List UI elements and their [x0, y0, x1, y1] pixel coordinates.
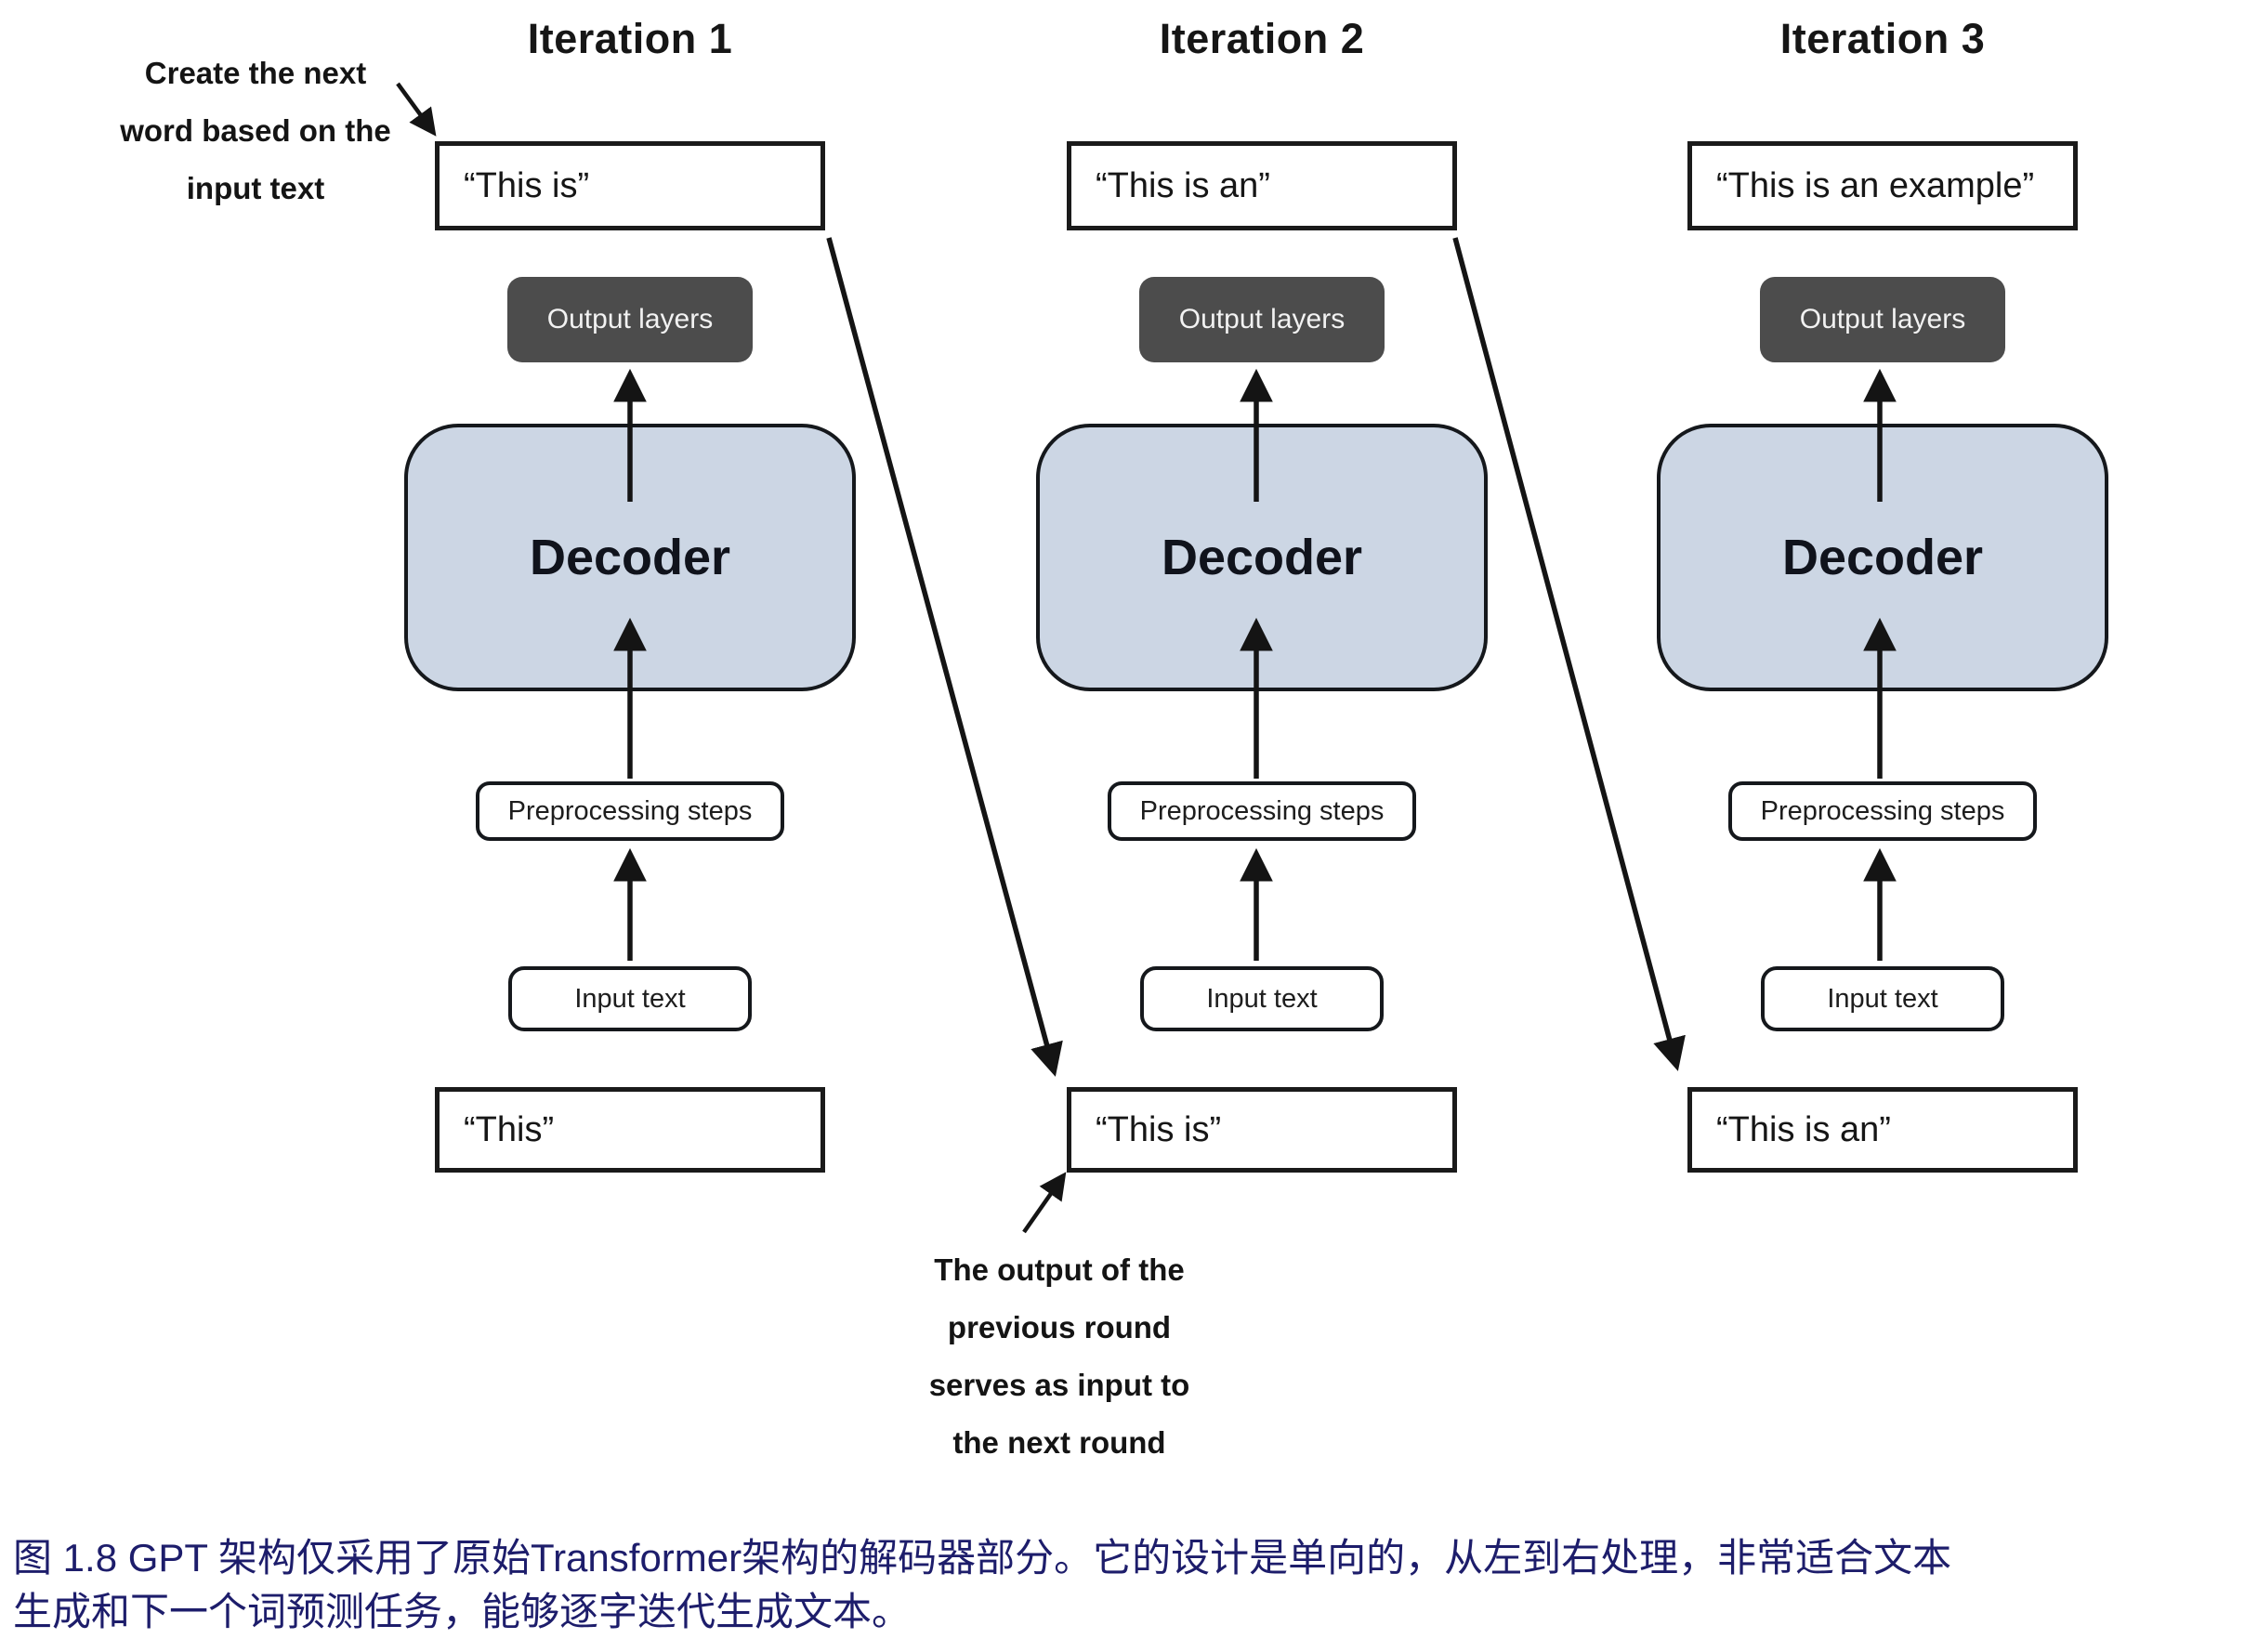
- decoder-box: Decoder: [1036, 424, 1488, 691]
- generated-text-box: “This is an”: [1067, 141, 1457, 230]
- preprocessing-steps-box: Preprocessing steps: [1108, 781, 1416, 841]
- input-text-box: Input text: [1140, 966, 1384, 1031]
- decoder-box: Decoder: [1657, 424, 2108, 691]
- preprocessing-steps-box: Preprocessing steps: [1728, 781, 2037, 841]
- iteration-title: Iteration 3: [1779, 15, 1986, 62]
- annotation-output-serves-as-input: The output of the previous round serves …: [928, 1252, 1190, 1460]
- input-text-box: Input text: [508, 966, 752, 1031]
- iteration-column-3: Iteration 3 “This is an example” Output …: [1641, 0, 2124, 1514]
- iteration-column-1: Iteration 1 “This is” Output layers Deco…: [388, 0, 872, 1514]
- preprocessing-steps-box: Preprocessing steps: [476, 781, 784, 841]
- iteration-title: Iteration 1: [527, 15, 733, 62]
- input-quote-box: “This”: [435, 1087, 825, 1173]
- annotation-create-next-word: Create the next word based on the input …: [120, 56, 391, 205]
- input-text-box: Input text: [1761, 966, 2004, 1031]
- iteration-title: Iteration 2: [1159, 15, 1365, 62]
- generated-text-box: “This is an example”: [1687, 141, 2078, 230]
- decoder-box: Decoder: [404, 424, 856, 691]
- input-quote-box: “This is”: [1067, 1087, 1457, 1173]
- input-quote-box: “This is an”: [1687, 1087, 2078, 1173]
- output-layers-box: Output layers: [1760, 277, 2005, 362]
- output-layers-box: Output layers: [507, 277, 753, 362]
- generated-text-box: “This is”: [435, 141, 825, 230]
- output-layers-box: Output layers: [1139, 277, 1385, 362]
- gpt-iteration-diagram: Iteration 1 “This is” Output layers Deco…: [120, 0, 2124, 1514]
- figure-caption: 图 1.8 GPT 架构仅采用了原始Transformer架构的解码器部分。它的…: [13, 1536, 1952, 1633]
